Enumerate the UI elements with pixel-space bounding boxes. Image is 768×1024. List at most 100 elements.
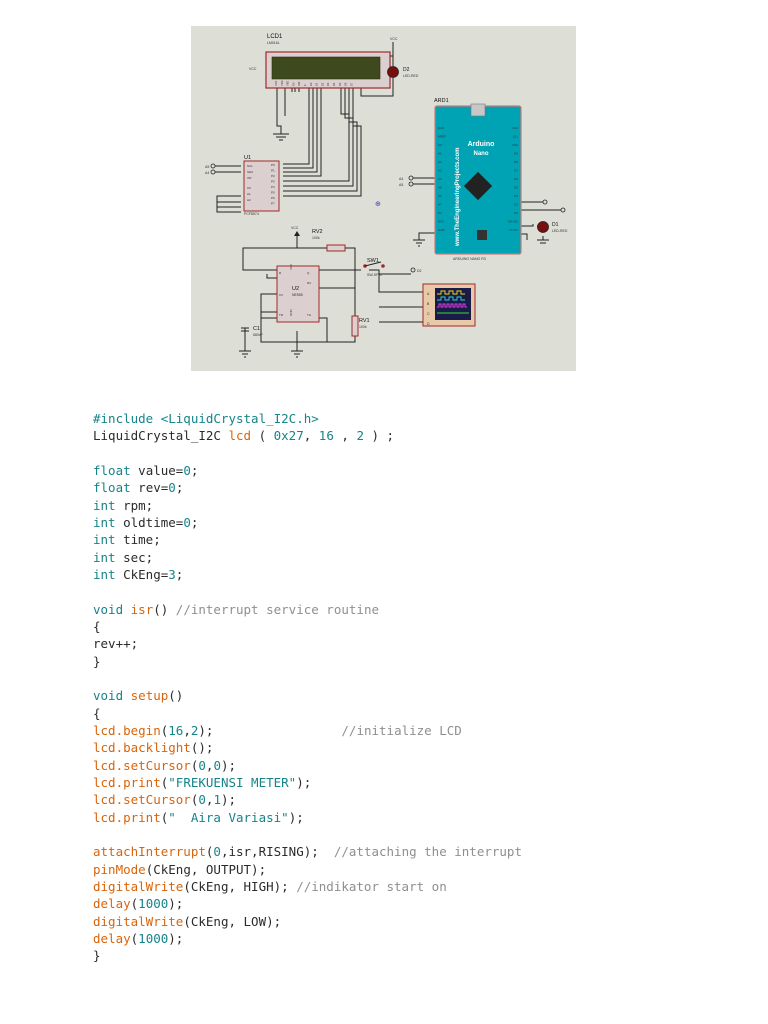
lcd-pin-label: D1 xyxy=(315,82,319,86)
ard1-usb-port xyxy=(470,103,486,117)
sw1-name: SW1 xyxy=(367,258,379,264)
code-line: lcd.begin(16,2); //initialize LCD xyxy=(93,722,522,739)
oscilloscope-channel-label: A xyxy=(427,292,430,296)
d2-net-terminal xyxy=(410,267,416,273)
u1-left-pin-label: A1 xyxy=(247,192,251,196)
ard1-right-pin-label: D3 xyxy=(514,203,518,207)
c1-value: 680nF xyxy=(253,333,263,337)
code-token: value= xyxy=(130,462,184,478)
a5-label-ard: A5 xyxy=(399,183,403,187)
u2-pin-label: TR xyxy=(279,313,284,317)
c1-name: C1 xyxy=(253,326,260,332)
ard1-left-pin-label: A5 xyxy=(438,186,442,190)
code-token: ; xyxy=(175,566,184,582)
code-token: digitalWrite xyxy=(93,913,184,929)
lcd-pin-label: D3 xyxy=(326,82,330,86)
d3-terminal xyxy=(542,199,548,205)
oscilloscope-channel-label: C xyxy=(427,312,430,316)
ard1-right-pin-label: D6 xyxy=(514,177,518,181)
code-token: 0 xyxy=(183,514,191,530)
d1-led xyxy=(537,221,549,233)
code-token: } xyxy=(93,653,101,669)
ard1-left-pin-label: AREF xyxy=(438,135,446,139)
code-token: void xyxy=(93,601,124,617)
code-token: digitalWrite xyxy=(93,878,184,894)
lcd-pin-label: VSS xyxy=(274,81,278,86)
code-token: ; xyxy=(190,462,199,478)
lcd-pin-label: E xyxy=(303,84,307,86)
code-token: 3 xyxy=(168,566,176,582)
code-token: { xyxy=(93,705,101,721)
sw1-part: SW-SPST xyxy=(367,273,384,277)
code-token: ) ; xyxy=(363,428,395,444)
code-token: ( xyxy=(251,428,274,444)
code-token: ( xyxy=(130,930,139,946)
ard1-left-pin-label: A2 xyxy=(438,160,442,164)
rv1-resistor xyxy=(351,315,359,337)
u1-right-pin-label: P2 xyxy=(271,174,275,178)
lcd-screen xyxy=(271,56,381,80)
rv2-name: RV2 xyxy=(312,229,323,235)
code-token: 0 xyxy=(213,844,221,860)
ard1-right-pin-label: D4 xyxy=(514,194,518,198)
code-token: #include <LiquidCrystal_I2C.h> xyxy=(93,411,319,426)
code-token: (CkEng, OUTPUT); xyxy=(145,861,267,877)
u1-right-pin-label: P6 xyxy=(271,196,275,200)
code-token: //initialize LCD xyxy=(341,722,462,738)
code-token: 16 xyxy=(168,722,184,738)
ard1-left-pin-label: A0 xyxy=(438,143,442,147)
d1-name: D1 xyxy=(552,222,559,228)
u1-left-pin-label: A0 xyxy=(247,186,251,190)
code-line: lcd.backlight(); xyxy=(93,739,522,756)
lcd-pin-label: D6 xyxy=(344,82,348,86)
code-token: " Aira Variasi" xyxy=(168,809,289,825)
code-token: //interrupt service routine xyxy=(175,601,379,617)
ard1-right-pin-label: RX<D0 xyxy=(508,220,518,224)
code-token: } xyxy=(93,948,101,964)
code-line: attachInterrupt(0,isr,RISING); //attachi… xyxy=(93,843,522,860)
u1-right-pin-label: P5 xyxy=(271,191,275,195)
lcd-pin-label: VDD xyxy=(280,80,284,86)
u1-left-pin-label: A2 xyxy=(247,198,251,202)
u1-part: PCF8574 xyxy=(244,212,259,216)
code-token: 0 xyxy=(198,757,206,773)
code-token: CkEng= xyxy=(115,566,169,582)
code-token: "FREKUENSI METER" xyxy=(168,774,297,790)
code-token: ); xyxy=(220,757,237,773)
lcd-part: LM016L xyxy=(267,41,280,45)
d2-name: D2 xyxy=(403,67,410,73)
u2-name: U2 xyxy=(292,286,299,292)
code-line: lcd.print(" Aira Variasi"); xyxy=(93,809,522,826)
code-token: lcd.begin xyxy=(93,722,161,738)
code-line: rev++; xyxy=(93,635,522,652)
code-token: sec; xyxy=(115,549,154,565)
lcd-pin-label: D0 xyxy=(309,82,313,86)
ard1-brand: Arduino xyxy=(468,141,495,148)
code-token: ); xyxy=(288,809,304,825)
u2-pin-label: VCC xyxy=(289,263,293,270)
a4-label: A4 xyxy=(205,171,209,175)
lcd-pin-label: D7 xyxy=(349,82,353,86)
code-token: ( xyxy=(160,722,169,738)
d2-led xyxy=(387,66,399,78)
rv2-value: 100k xyxy=(312,236,320,240)
code-token: 2 xyxy=(190,722,199,738)
lcd-pin-label: D5 xyxy=(338,82,342,86)
code-line: float value=0; xyxy=(93,462,522,479)
code-token: () xyxy=(168,688,184,704)
code-token: rev++; xyxy=(93,636,139,652)
ard1-right-pin-label: D8 xyxy=(514,160,518,164)
code-token: , xyxy=(333,428,357,444)
ard1-left-pin-label: A6 xyxy=(438,194,442,198)
code-line: int oldtime=0; xyxy=(93,514,522,531)
ard1-right-pin-label: D5 xyxy=(514,186,518,190)
code-token: 0 xyxy=(183,462,191,478)
ard1-left-pin-label: A1 xyxy=(438,152,442,156)
lcd-pin-label: D4 xyxy=(332,82,336,86)
code-token: ( xyxy=(160,774,169,790)
code-token: , xyxy=(303,428,319,444)
code-token: (); xyxy=(190,740,214,756)
code-token: ( xyxy=(190,757,199,773)
code-token: , xyxy=(205,792,214,808)
code-line: int sec; xyxy=(93,549,522,566)
